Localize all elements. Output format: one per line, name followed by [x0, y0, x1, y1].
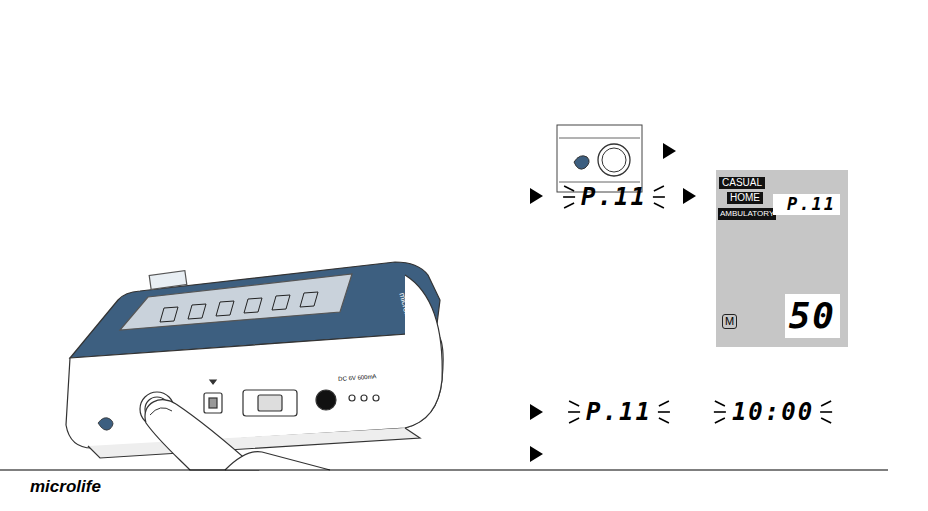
- flash-mark: [714, 411, 726, 413]
- flash-mark: [569, 401, 579, 406]
- flash-mark: [564, 203, 574, 208]
- display-text: AMBULATORY: [720, 209, 774, 219]
- display-text: HOME: [730, 192, 760, 204]
- finger-edge: [225, 452, 330, 470]
- display-field: AMBULATORY: [718, 208, 776, 220]
- button-inset: [557, 125, 642, 192]
- start-button-inner: [602, 148, 626, 172]
- button-housing: [559, 138, 640, 182]
- flash-mark: [821, 418, 831, 423]
- flash-mark: [653, 196, 665, 198]
- display-field: 50: [785, 294, 840, 338]
- footer-rule: [0, 469, 888, 470]
- display-text: CASUAL: [722, 177, 762, 189]
- flash-mark: [564, 186, 574, 191]
- flash-mark: [563, 196, 575, 198]
- memory-icon: M: [722, 314, 737, 329]
- display-text: 50: [789, 294, 840, 337]
- flash-mark: [568, 411, 580, 413]
- start-button: [598, 144, 630, 176]
- display-field: HOME: [727, 192, 763, 204]
- flash-mark: [821, 401, 831, 406]
- brand-logo: microlife: [30, 478, 101, 497]
- flashing-display-text: 10:00: [732, 399, 814, 425]
- flash-mark: [715, 418, 725, 423]
- fingernail: [150, 408, 172, 415]
- flashing-display-text: P.11: [586, 399, 652, 425]
- display-field: P.11: [773, 194, 840, 215]
- flash-mark: [654, 203, 664, 208]
- monitor-illustration: [66, 262, 443, 458]
- step-arrows: [530, 143, 696, 462]
- lcd-display: M CASUAL HOME AMBULATORY P.11 50: [716, 170, 848, 347]
- flash-mark: [658, 411, 670, 413]
- flash-mark: [654, 186, 664, 191]
- display-field: CASUAL: [719, 177, 765, 189]
- flash-mark: [659, 418, 669, 423]
- flash-mark: [820, 411, 832, 413]
- flash-mark: [659, 401, 669, 406]
- lcd-panel: [716, 170, 848, 347]
- flash-mark: [715, 401, 725, 406]
- flashing-display-text: P.11: [581, 184, 647, 210]
- pill-icon: [574, 156, 589, 169]
- flash-mark: [569, 418, 579, 423]
- display-text: P.11: [787, 194, 840, 214]
